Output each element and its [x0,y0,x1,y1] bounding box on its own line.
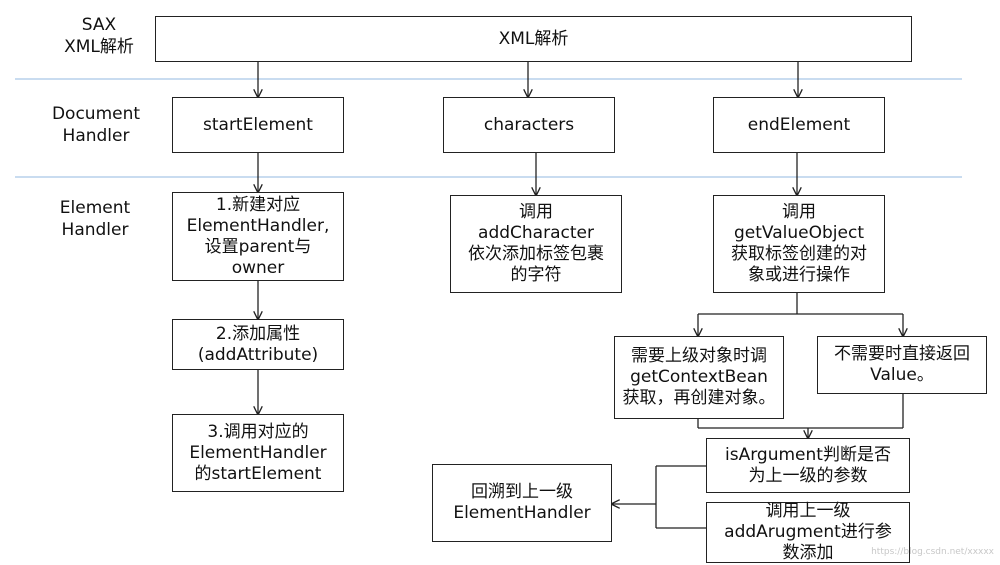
node-is-argument: isArgument判断是否 为上一级的参数 [706,438,910,493]
node-back-to-parent: 回溯到上一级 ElementHandler [432,464,612,542]
node-step1-new-handler: 1.新建对应 ElementHandler, 设置parent与 owner [172,192,344,281]
node-end-element: endElement [713,97,885,153]
node-no-need: 不需要时直接返回 Value。 [817,336,987,394]
node-add-character: 调用 addCharacter 依次添加标签包裹 的字符 [450,195,622,293]
lane-label-sax: SAX XML解析 [64,15,134,57]
node-start-element: startElement [172,97,344,153]
node-xml-parse: XML解析 [155,16,912,62]
watermark: https://blog.csdn.net/xxxxx [871,547,994,557]
node-characters: characters [443,97,615,153]
node-get-value-object: 调用 getValueObject 获取标签创建的对 象或进行操作 [713,195,885,293]
node-add-argument: 调用上一级 addArugment进行参 数添加 [706,501,910,563]
lane-label-document-handler: Document Handler [51,104,141,146]
node-step3-call-start-element: 3.调用对应的 ElementHandler 的startElement [172,414,344,492]
node-step2-add-attribute: 2.添加属性 (addAttribute) [172,319,344,370]
lane-label-element-handler: Element Handler [59,198,131,240]
node-need-parent: 需要上级对象时调 getContextBean 获取，再创建对象。 [614,336,784,419]
